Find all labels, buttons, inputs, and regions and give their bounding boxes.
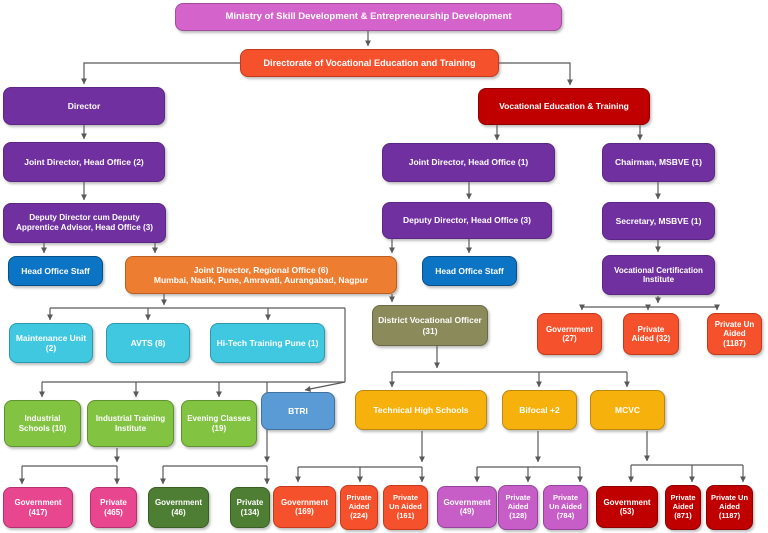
node-bifocal-plus-2: Bifocal +2 <box>502 390 577 430</box>
node-joint-director-ho-1: Joint Director, Head Office (1) <box>382 143 555 182</box>
connector-24 <box>304 381 346 392</box>
node-is-private-465: Private (465) <box>90 487 137 528</box>
node-ths-private-unaided-161: Private Un Aided (161) <box>383 485 428 530</box>
node-hitech-training-pune: Hi-Tech Training Pune (1) <box>210 323 325 363</box>
node-head-office-staff-right: Head Office Staff <box>422 256 517 286</box>
node-vocational-edu-training: Vocational Education & Training <box>478 88 650 125</box>
node-mcvc-private-aided-871: Private Aided (871) <box>665 485 701 530</box>
connector-2 <box>499 62 573 86</box>
node-vocational-cert-institute: Vocational Certification Institute <box>602 255 715 295</box>
node-btri: BTRI <box>261 392 335 430</box>
node-director: Director <box>3 87 165 125</box>
node-mcvc-government-53: Government (53) <box>596 486 658 528</box>
node-ths-government-169: Government (169) <box>273 486 336 528</box>
node-bifocal-private-aided-128: Private Aided (128) <box>498 485 538 530</box>
node-head-office-staff-left: Head Office Staff <box>8 256 103 286</box>
node-vci-government-27: Government (27) <box>537 313 602 355</box>
node-directorate: Directorate of Vocational Education and … <box>240 49 499 77</box>
node-ec-government-46: Government (46) <box>148 487 209 528</box>
node-vci-private-aided-32: Private Aided (32) <box>623 313 679 355</box>
node-technical-high-schools: Technical High Schools <box>355 390 487 430</box>
node-ministry: Ministry of Skill Development & Entrepre… <box>175 3 562 31</box>
node-joint-director-ho-2: Joint Director, Head Office (2) <box>3 142 165 182</box>
node-mcvc: MCVC <box>590 390 665 430</box>
node-bifocal-private-unaided-784: Private Un Aided (784) <box>543 485 588 530</box>
node-is-government-417: Government (417) <box>3 487 73 528</box>
node-ths-private-aided-224: Private Aided (224) <box>340 485 378 530</box>
node-chairman-msbve: Chairman, MSBVE (1) <box>602 143 715 182</box>
node-industrial-training-institute: Industrial Training Institute <box>87 400 174 447</box>
node-joint-director-regional: Joint Director, Regional Office (6) Mumb… <box>125 256 397 294</box>
node-bifocal-government-49: Government (49) <box>437 486 497 528</box>
node-district-vocational-officer: District Vocational Officer (31) <box>372 305 488 346</box>
node-ec-private-134: Private (134) <box>230 487 270 528</box>
node-evening-classes: Evening Classes (19) <box>181 400 257 447</box>
node-avts: AVTS (8) <box>106 323 190 363</box>
node-industrial-schools: Industrial Schools (10) <box>4 400 81 447</box>
node-mcvc-private-unaided-1187: Private Un Aided (1187) <box>706 485 753 530</box>
node-deputy-director-ho-3: Deputy Director, Head Office (3) <box>382 202 552 239</box>
node-vci-private-unaided-1187: Private Un Aided (1187) <box>707 313 762 355</box>
connector-1 <box>81 62 242 85</box>
node-maintenance-unit: Maintenance Unit (2) <box>9 323 93 363</box>
node-secretary-msbve: Secretary, MSBVE (1) <box>602 202 715 240</box>
node-deputy-director-cum-deputy: Deputy Director cum Deputy Apprentice Ad… <box>3 203 166 243</box>
